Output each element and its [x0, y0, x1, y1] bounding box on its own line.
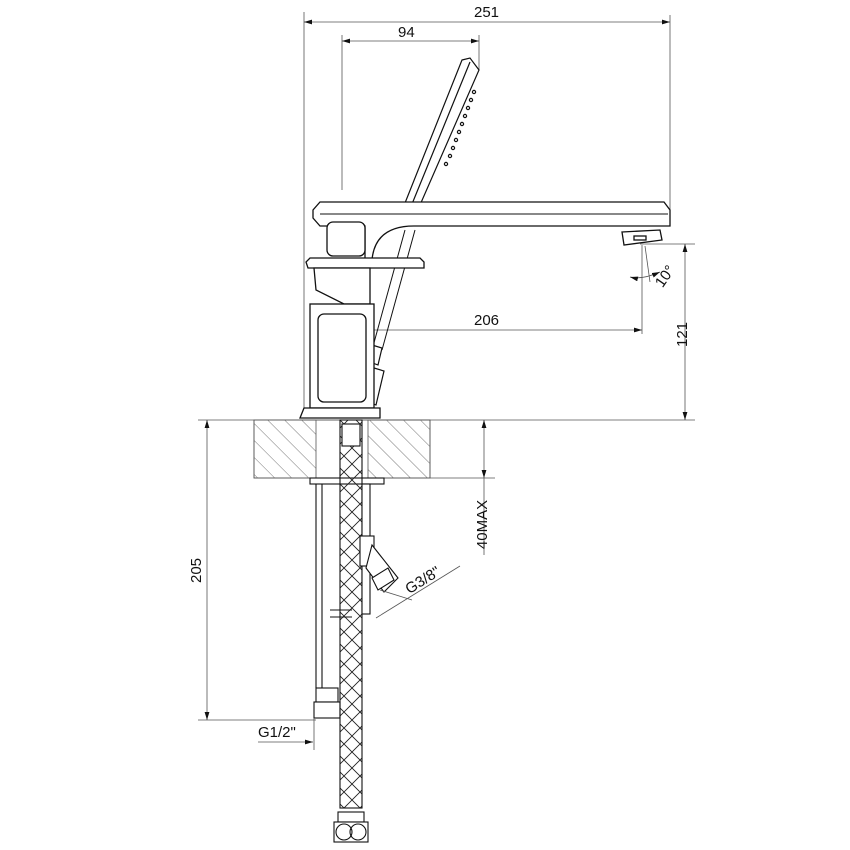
- spout: [312, 201, 671, 261]
- deck-section: [253, 419, 431, 479]
- dim-overall-width: [303, 12, 671, 410]
- label-below-deck: 205: [188, 557, 206, 584]
- label-spout-height: 121: [674, 321, 692, 348]
- label-handshower-offset: 94: [398, 24, 415, 41]
- below-deck-assembly: [309, 419, 399, 843]
- dim-below-deck: [198, 419, 316, 721]
- dim-spout-reach: [342, 245, 643, 334]
- label-overall-width: 251: [474, 4, 500, 21]
- label-spout-reach: 206: [474, 312, 500, 329]
- mixer-body: [299, 221, 425, 419]
- dim-handshower-offset: [341, 35, 480, 190]
- dim-spout-angle: [629, 245, 661, 283]
- dim-supply-connection: [258, 718, 315, 750]
- deck-thickness-dim: [430, 420, 495, 555]
- dim-handshower-connection: [375, 565, 461, 619]
- label-deck-thickness: 40MAX: [474, 499, 492, 550]
- label-supply-connection: G1/2": [258, 724, 296, 741]
